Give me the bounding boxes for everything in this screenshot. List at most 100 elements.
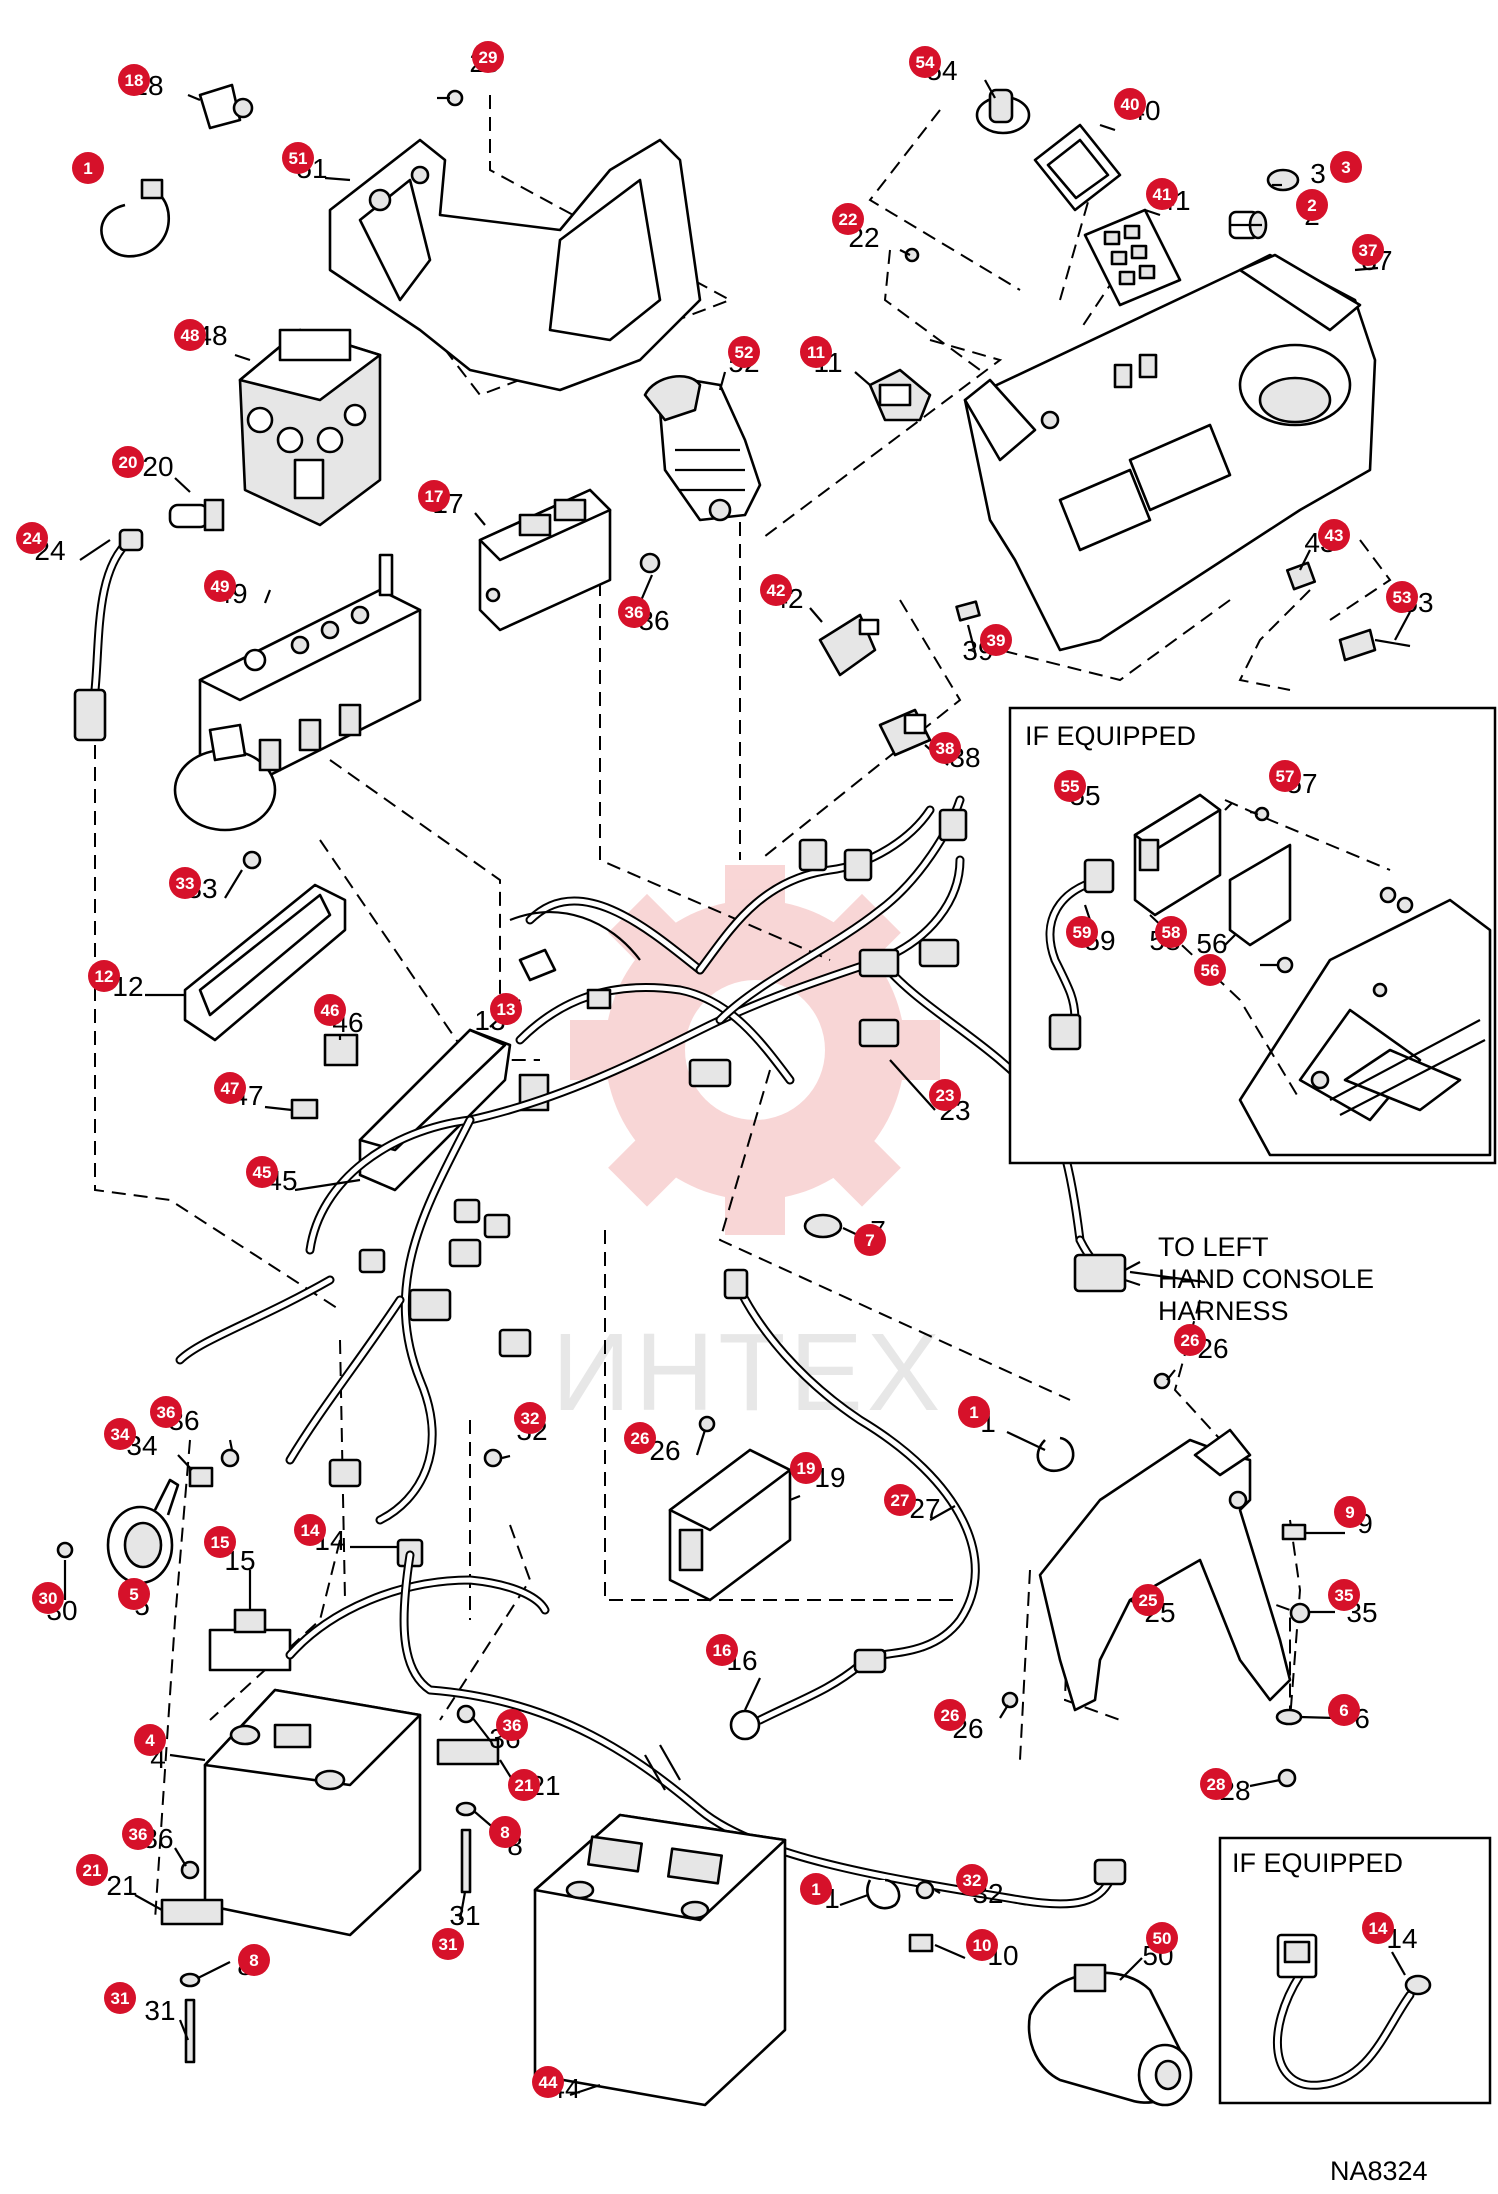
callout-29: 2929 [469, 41, 504, 78]
nut-36c-icon [456, 1704, 476, 1724]
callout-42: 4242 [760, 574, 804, 614]
bolt-26a-icon [1153, 1372, 1171, 1390]
knob-3-icon [1266, 168, 1300, 192]
callout-badge-label: 1 [969, 1403, 978, 1422]
callout-badge [472, 41, 504, 73]
callout-badge-label: 13 [497, 1000, 516, 1019]
callout-badge-label: 47 [221, 1079, 240, 1098]
nut-56-icon [1276, 956, 1294, 974]
callout-2: 22 [1296, 189, 1328, 231]
callout-badge [246, 1156, 278, 1188]
note-line-1: TO LEFT [1158, 1232, 1269, 1262]
valve-48-icon [238, 328, 382, 527]
bolt-28-icon [1277, 1768, 1297, 1788]
key-54-icon [975, 88, 1031, 135]
callout-badge [832, 203, 864, 235]
callout-badge [204, 1526, 236, 1558]
callout-badge [134, 1724, 166, 1756]
callout-badge [909, 46, 941, 78]
callout-badge-label: 53 [1393, 588, 1412, 607]
starter-50-icon [1027, 1963, 1193, 2107]
washer-8b-icon [179, 1972, 201, 1988]
callout-badge [122, 1818, 154, 1850]
note-line-2: HAND CONSOLE [1158, 1264, 1374, 1294]
callout-badge-label: 18 [125, 71, 144, 90]
callout-badge-label: 31 [111, 1989, 130, 2008]
note-line-3: HARNESS [1158, 1296, 1289, 1326]
clamp-1c-icon [866, 1878, 901, 1910]
callout-badge [204, 570, 236, 602]
callout-7: 77 [854, 1215, 886, 1256]
inset-bottom-frame [1218, 1836, 1492, 2105]
callout-badge-label: 27 [891, 1491, 910, 1510]
bolt-31b-icon [184, 1998, 196, 2064]
callout-badge-label: 26 [1181, 1331, 1200, 1350]
callout-number: 20 [142, 451, 173, 482]
battery-cables-icon [285, 1550, 1127, 1909]
callout-badge [76, 1854, 108, 1886]
callout-badge [1054, 770, 1086, 802]
callout-badge-label: 19 [797, 1459, 816, 1478]
callout-badge-label: 7 [865, 1231, 874, 1250]
callout-badge-label: 33 [176, 874, 195, 893]
callout-badge-label: 55 [1061, 777, 1080, 796]
callout-1: 11 [958, 1396, 996, 1438]
callout-18: 1818 [118, 64, 164, 101]
screw-30-icon [56, 1541, 74, 1559]
manifold-49-icon [173, 553, 422, 832]
callout-badge [238, 1944, 270, 1976]
inset-top-title: IF EQUIPPED [1025, 721, 1196, 751]
callout-badge-label: 14 [301, 1521, 320, 1540]
callout-badge [118, 1578, 150, 1610]
bolt-31a-icon [460, 1828, 472, 1894]
keypad-41-icon [1083, 208, 1182, 307]
callout-badge [980, 624, 1012, 656]
callout-badge-label: 32 [963, 1871, 982, 1890]
callout-badge [514, 1402, 546, 1434]
callout-badge [800, 1873, 832, 1905]
callout-badge-label: 38 [936, 739, 955, 758]
callout-badge [496, 1709, 528, 1741]
callout-badge-label: 35 [1335, 1586, 1354, 1605]
callout-5: 55 [118, 1578, 150, 1621]
callout-badge-label: 25 [1139, 1591, 1158, 1610]
callout-badge [314, 994, 346, 1026]
callouts: 1118182929515154544040332241412222373748… [16, 41, 1434, 2104]
callout-badge [104, 1418, 136, 1450]
callout-badge-label: 3 [1341, 158, 1350, 177]
callout-badge-label: 45 [253, 1163, 272, 1182]
callout-badge-label: 2 [1307, 196, 1316, 215]
callout-badge-label: 48 [181, 326, 200, 345]
callout-badge [1155, 916, 1187, 948]
callout-badge [1114, 88, 1146, 120]
callout-badge [1269, 760, 1301, 792]
callout-badge-label: 17 [425, 487, 444, 506]
callout-badge-label: 34 [111, 1425, 130, 1444]
bolt-33-icon [242, 850, 262, 870]
connector-38-icon [878, 708, 932, 757]
callout-badge-label: 4 [145, 1731, 155, 1750]
bolt-32b-icon [915, 1880, 935, 1900]
harness-27-icon [723, 1268, 980, 1665]
fuse-47-icon [290, 1098, 319, 1120]
sensor-16-icon [729, 1648, 887, 1741]
holddown-21b-icon [160, 1898, 224, 1926]
callout-badge-label: 20 [119, 453, 138, 472]
callout-badge [294, 1514, 326, 1546]
